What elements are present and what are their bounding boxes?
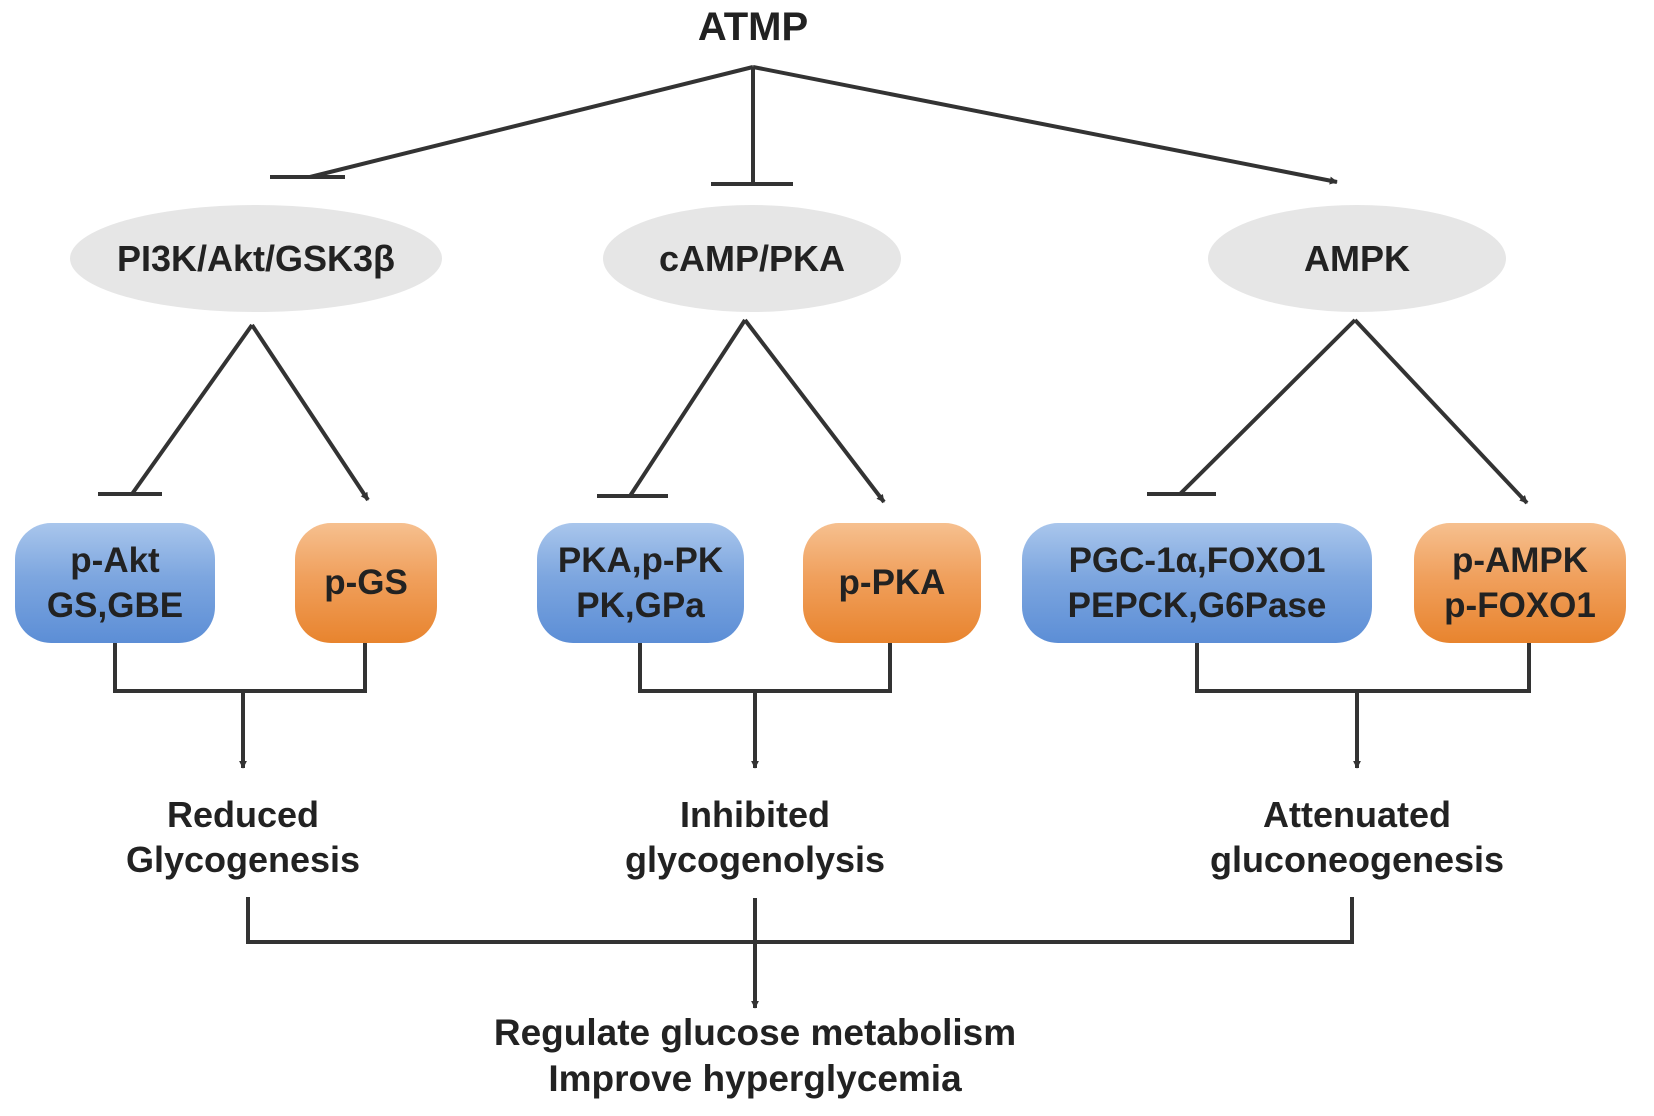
- final-effect-line: Improve hyperglycemia: [548, 1058, 962, 1100]
- bracket-glycogenolysis: [638, 643, 892, 693]
- camp-to-ppka-arrow: [743, 318, 886, 504]
- outcome-line: Inhibited: [680, 794, 830, 835]
- box-line: PEPCK,G6Pase: [1067, 586, 1327, 625]
- bracket-glycogenesis: [113, 643, 367, 693]
- box-line: PGC-1α,FOXO1: [1068, 540, 1326, 580]
- box-ppka: p-PKA: [803, 523, 981, 643]
- ampk-to-pgc-inhibit-line: [1178, 318, 1357, 496]
- outcome-line: Glycogenesis: [125, 839, 361, 880]
- box-line: p-FOXO1: [1444, 586, 1596, 625]
- outcome-glycogenolysis: Inhibited glycogenolysis: [545, 792, 965, 882]
- atmp-title: ATMP: [697, 5, 809, 49]
- bracket-gluconeogenesis: [1195, 643, 1531, 693]
- outcome-line: gluconeogenesis: [1209, 839, 1505, 880]
- box-line: PK,GPa: [576, 586, 705, 625]
- pi3k-to-pakt-inhibit-line: [130, 323, 254, 496]
- pi3k-to-pgs-arrow: [250, 323, 370, 502]
- box-line: p-AMPK: [1451, 540, 1589, 580]
- outcome-line: Reduced: [166, 794, 320, 835]
- oval-camp-pka: cAMP/PKA: [603, 205, 901, 312]
- box-line: p-GS: [324, 563, 408, 603]
- outcome-gluconeogenesis: Attenuated gluconeogenesis: [1147, 792, 1567, 882]
- bracket-final: [246, 897, 1354, 944]
- final-effects: Regulate glucose metabolism Improve hype…: [355, 1010, 1155, 1103]
- atmp-to-pi3k-inhibit-line: [309, 65, 754, 179]
- camp-to-pka-inhibit-line: [628, 318, 747, 498]
- outcome-line: glycogenolysis: [624, 839, 886, 880]
- atmp-to-ampk-arrow: [752, 65, 1338, 185]
- outcome-line: Attenuated: [1263, 794, 1451, 835]
- box-line: p-Akt: [70, 540, 160, 580]
- box-pakt-gs-gbe: p-Akt GS,GBE: [15, 523, 215, 643]
- box-pampk-pfoxo1: p-AMPK p-FOXO1: [1414, 523, 1626, 643]
- ampk-to-pampk-arrow: [1353, 318, 1529, 505]
- box-pgc-foxo1-pepck-g6pase: PGC-1α,FOXO1 PEPCK,G6Pase: [1022, 523, 1372, 643]
- outcome-glycogenesis: Reduced Glycogenesis: [33, 792, 453, 882]
- final-effect-line: Regulate glucose metabolism: [493, 1012, 1017, 1053]
- oval-pi3k-akt-gsk3b: PI3K/Akt/GSK3β: [70, 205, 442, 312]
- box-line: PKA,p-PK: [557, 540, 724, 580]
- box-line: p-PKA: [838, 563, 946, 603]
- oval-ampk: AMPK: [1208, 205, 1506, 312]
- box-pka-ppk-gpa: PKA,p-PK PK,GPa: [537, 523, 744, 643]
- box-line: GS,GBE: [46, 586, 184, 625]
- box-pgs: p-GS: [295, 523, 437, 643]
